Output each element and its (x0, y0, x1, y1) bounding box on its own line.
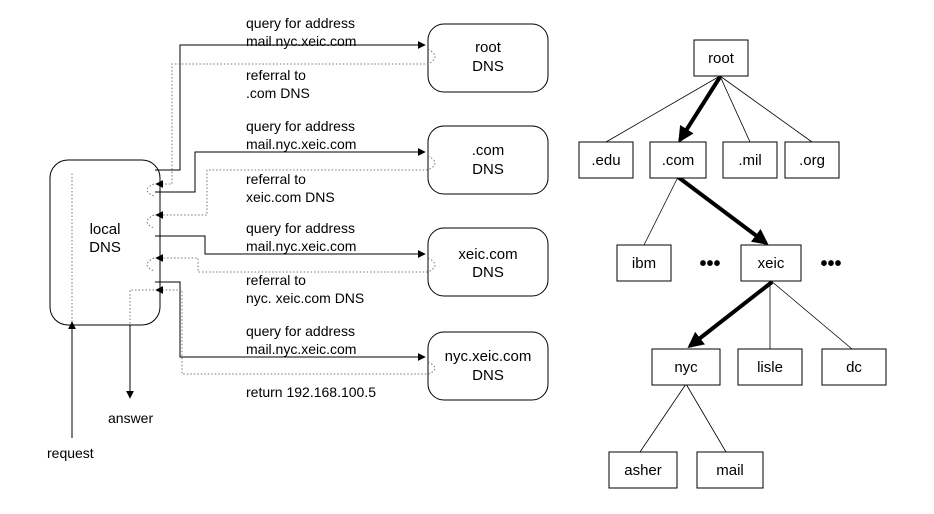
namespace-tree: root .edu .com .mil .org ibm xeic ••• ••… (578, 39, 887, 489)
path-root-com (678, 75, 722, 143)
xeic-dns-label-1: xeic.com (458, 246, 517, 263)
return-arrow (155, 286, 436, 375)
svg-text:lisle: lisle (757, 359, 783, 376)
tree-node-com: .com (649, 141, 707, 179)
query-arrow-root (155, 41, 426, 171)
tree-node-lisle: lisle (737, 348, 803, 386)
svg-text:.edu: .edu (591, 152, 620, 169)
msg-5-line1: query for address (246, 220, 355, 236)
referral-arrow-com (155, 48, 436, 188)
query-arrow-com (155, 148, 426, 193)
svg-text:.com: .com (662, 152, 695, 169)
message-labels: query for address mail.nyc.xeic.com refe… (246, 15, 376, 400)
tree-node-nyc: nyc (651, 348, 721, 386)
msg-6-line2: nyc. xeic.com DNS (246, 290, 364, 306)
path-xeic-nyc (687, 280, 774, 348)
path-com-xeic (676, 175, 769, 245)
svg-text:ibm: ibm (632, 255, 656, 272)
msg-1-line1: query for address (246, 15, 355, 31)
tree-node-ibm: ibm (616, 244, 672, 282)
xeic-dns-server: xeic.com DNS (427, 227, 549, 297)
local-dns-internal-path (71, 172, 155, 330)
msg-8-line1: return 192.168.100.5 (246, 384, 376, 400)
com-dns-label-2: DNS (472, 161, 504, 178)
tree-node-asher: asher (608, 451, 678, 489)
nyc-dns-server: nyc.xeic.com DNS (427, 331, 549, 401)
local-dns-label-1: local (90, 221, 121, 238)
ellipsis-right: ••• (820, 253, 841, 275)
svg-text:.mil: .mil (738, 152, 761, 169)
referral-arrow-nyc (155, 254, 436, 273)
root-dns-server: root DNS (427, 23, 549, 93)
svg-text:dc: dc (846, 359, 862, 376)
local-dns-label-2: DNS (89, 239, 121, 256)
svg-text:.org: .org (799, 152, 825, 169)
msg-3-line2: mail.nyc.xeic.com (246, 136, 356, 152)
svg-text:root: root (708, 50, 735, 67)
msg-6-line1: referral to (246, 272, 306, 288)
tree-node-root: root (693, 39, 749, 77)
msg-3-line1: query for address (246, 118, 355, 134)
msg-7-line2: mail.nyc.xeic.com (246, 341, 356, 357)
tree-node-mail: mail (696, 451, 764, 489)
ellipsis-left: ••• (699, 253, 720, 275)
msg-2-line2: .com DNS (246, 85, 310, 101)
svg-text:xeic: xeic (758, 255, 785, 272)
root-dns-label-2: DNS (472, 58, 504, 75)
query-arrow-xeic (155, 235, 426, 258)
nyc-dns-label-2: DNS (472, 367, 504, 384)
msg-7-line1: query for address (246, 323, 355, 339)
svg-text:asher: asher (624, 462, 662, 479)
request-label: request (47, 445, 94, 461)
msg-5-line2: mail.nyc.xeic.com (246, 238, 356, 254)
tree-node-xeic: xeic (740, 244, 802, 282)
msg-4-line2: xeic.com DNS (246, 189, 335, 205)
tree-node-mil: .mil (722, 141, 778, 179)
referral-arrow-xeic (155, 155, 436, 219)
xeic-dns-label-2: DNS (472, 264, 504, 281)
svg-text:mail: mail (716, 462, 744, 479)
root-dns-label-1: root (475, 39, 502, 56)
tree-node-org: .org (784, 141, 840, 179)
nyc-dns-label-1: nyc.xeic.com (445, 348, 532, 365)
local-dns-server: local DNS (49, 159, 161, 326)
msg-2-line1: referral to (246, 67, 306, 83)
answer-label: answer (108, 410, 153, 426)
com-dns-label-1: .com (472, 142, 505, 159)
tree-node-edu: .edu (578, 141, 634, 179)
msg-1-line2: mail.nyc.xeic.com (246, 33, 356, 49)
com-dns-server: .com DNS (427, 125, 549, 195)
tree-node-dc: dc (821, 348, 887, 386)
svg-text:nyc: nyc (674, 359, 698, 376)
query-arrow-nyc (155, 281, 426, 361)
msg-4-line1: referral to (246, 171, 306, 187)
